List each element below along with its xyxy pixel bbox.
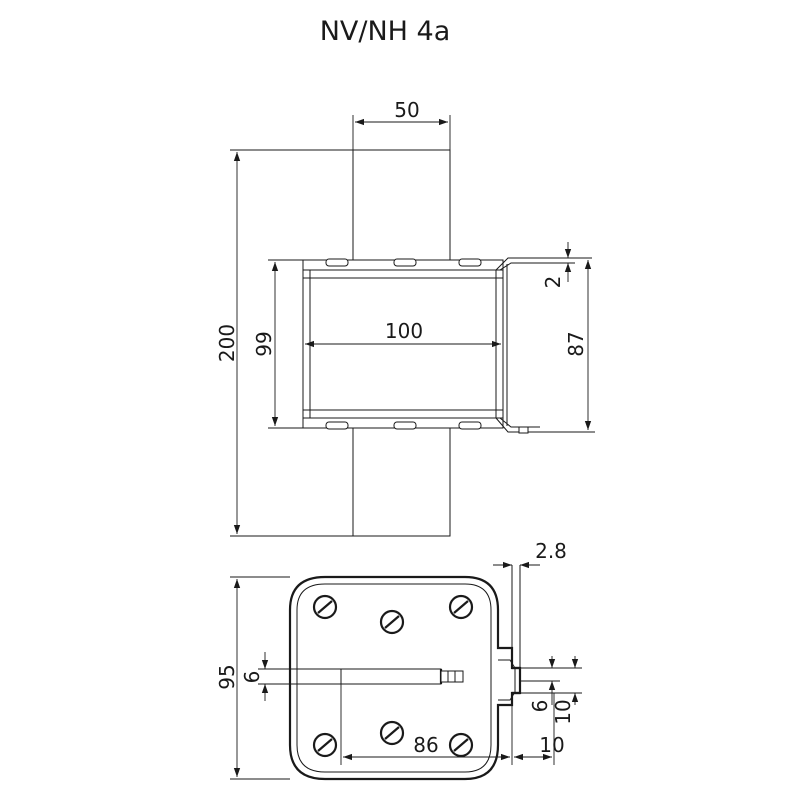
screw-icon — [379, 720, 405, 746]
contact-slot — [340, 668, 464, 685]
top-screw-row — [325, 258, 482, 267]
indicator-clip — [495, 257, 540, 434]
dim-length-86: 86 — [413, 733, 438, 757]
dim-tab-6: 6 — [528, 700, 552, 713]
screw-icon — [379, 609, 405, 635]
dim-slot-height: 6 — [240, 671, 264, 684]
dim-tab-10: 10 — [551, 699, 575, 724]
dim-tab-offset: 2.8 — [535, 539, 567, 563]
screw-icon — [448, 732, 474, 758]
screw-icon — [448, 594, 474, 620]
screw-icon — [312, 594, 338, 620]
dim-length-10: 10 — [539, 733, 564, 757]
side-screws — [312, 594, 474, 758]
screw-icon — [312, 732, 338, 758]
bottom-screw-row — [325, 421, 482, 430]
dim-total-height: 200 — [215, 324, 239, 362]
dim-top-width: 50 — [394, 98, 419, 122]
drawing-title: NV/NH 4a — [320, 16, 451, 47]
dim-clip-height: 87 — [564, 331, 588, 356]
dim-contact-thickness: 2 — [541, 276, 565, 289]
fuse-side-view: 95 6 2.8 86 10 6 10 — [215, 539, 582, 781]
dim-side-height: 95 — [215, 664, 239, 689]
dim-body-width: 100 — [385, 319, 423, 343]
dim-body-height: 99 — [252, 331, 276, 356]
fuse-top-view: 50 200 99 100 2 87 — [215, 98, 595, 537]
